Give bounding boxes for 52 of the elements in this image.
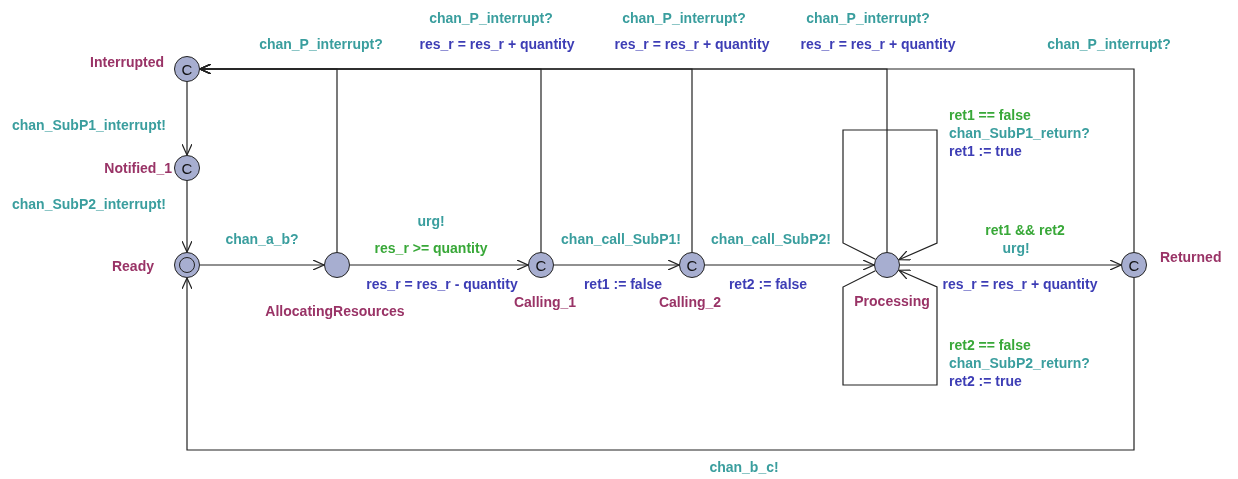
location-name: Ready — [111, 259, 154, 273]
location-name: Notified_1 — [104, 161, 172, 175]
transition-label: chan_a_b? — [225, 232, 299, 246]
committed-location: C — [174, 56, 200, 82]
transition-label: res_r = res_r + quantity — [614, 37, 770, 51]
transition-arrow — [199, 259, 325, 271]
transition-label: res_r = res_r - quantity — [366, 277, 518, 291]
location-name: Calling_2 — [658, 295, 722, 309]
transition-label: chan_P_interrupt? — [259, 37, 383, 51]
transition-label: ret1 := true — [949, 144, 1022, 158]
transition-arrow — [704, 259, 875, 271]
transition-arrow — [842, 269, 938, 386]
transition-label: ret2 := false — [728, 277, 808, 291]
transition-label: chan_P_interrupt? — [806, 11, 930, 25]
transition-label: chan_SubP1_interrupt! — [12, 118, 166, 132]
committed-location: C — [174, 155, 200, 181]
transition-label: chan_SubP2_return? — [949, 356, 1090, 370]
transition-label: ret1 && ret2 — [985, 223, 1065, 237]
transition-arrow — [199, 63, 1135, 253]
transition-arrow — [349, 259, 529, 271]
transition-label: res_r = res_r + quantity — [419, 37, 575, 51]
transition-arrow — [553, 259, 680, 271]
location-name: Calling_1 — [513, 295, 577, 309]
transition-label: res_r = res_r + quantity — [800, 37, 956, 51]
transition-label: chan_b_c! — [709, 460, 779, 474]
transition-label: chan_SubP1_return? — [949, 126, 1090, 140]
transition-label: res_r >= quantity — [374, 241, 488, 255]
transition-label: ret1 := false — [583, 277, 663, 291]
transition-arrow — [181, 277, 1135, 451]
transition-label: urg! — [417, 214, 445, 228]
transition-label: ret2 := true — [949, 374, 1022, 388]
transition-arrow — [181, 81, 193, 156]
transition-label: chan_call_SubP2! — [711, 232, 831, 246]
location-name: Processing — [854, 294, 930, 308]
location-name: AllocatingResources — [265, 304, 405, 318]
transition-arrow — [181, 180, 193, 253]
transition-label: urg! — [1002, 241, 1030, 255]
transition-label: chan_SubP2_interrupt! — [12, 197, 166, 211]
location-name: Interrupted — [90, 55, 164, 69]
transition-arrow — [899, 259, 1122, 271]
transition-label: chan_P_interrupt? — [1047, 37, 1171, 51]
transition-label: chan_P_interrupt? — [429, 11, 553, 25]
transition-label: res_r = res_r + quantity — [942, 277, 1098, 291]
committed-location: C — [679, 252, 705, 278]
committed-location: C — [1121, 252, 1147, 278]
transition-label: ret2 == false — [949, 338, 1031, 352]
transition-label: chan_P_interrupt? — [622, 11, 746, 25]
transition-label: ret1 == false — [949, 108, 1031, 122]
committed-location: C — [528, 252, 554, 278]
transition-arrow — [842, 129, 938, 261]
location-name: Returned — [1160, 250, 1222, 264]
transition-label: chan_call_SubP1! — [561, 232, 681, 246]
